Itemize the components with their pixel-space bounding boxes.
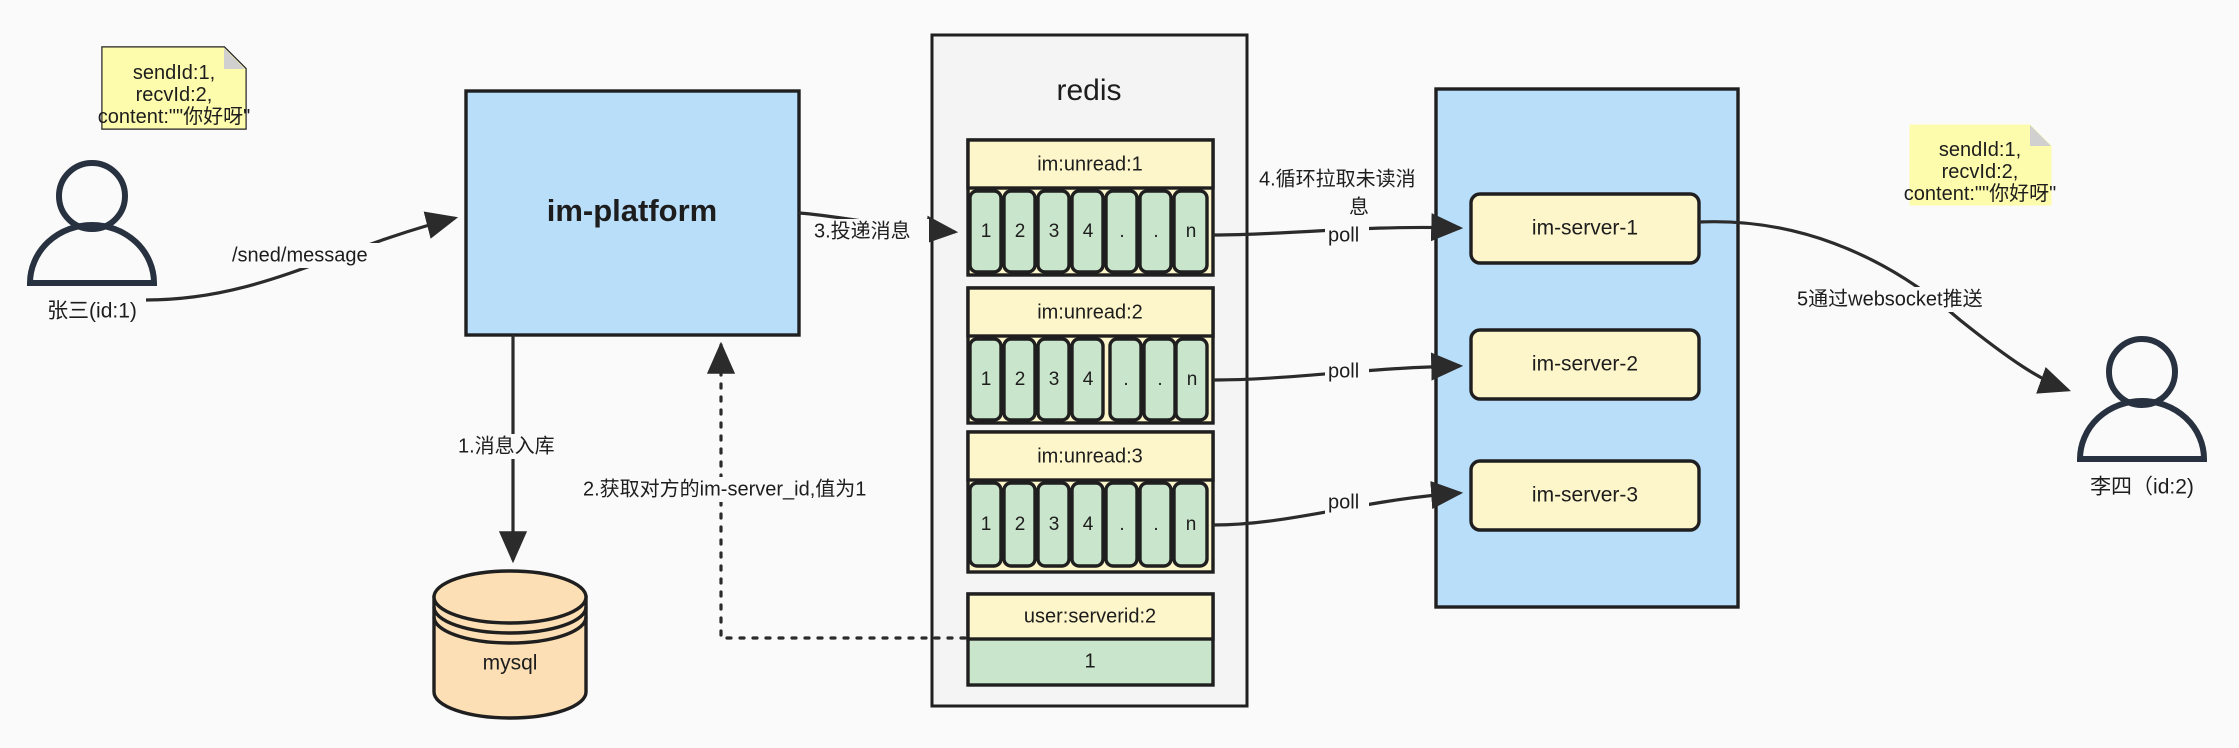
- actor-sender-label: 张三(id:1): [47, 300, 137, 323]
- redis-queue-im-unread-2: im:unread:2 1 2 3 4 . . n: [966, 286, 1215, 425]
- label-step2: 2.获取对方的im-server_id,值为1: [580, 477, 870, 502]
- redis-title: redis: [1056, 74, 1121, 107]
- label-step5-text: 5通过websocket推送: [1797, 287, 1983, 310]
- mysql-label: mysql: [483, 652, 538, 675]
- actor-receiver: 李四（id:2): [2076, 336, 2208, 499]
- label-poll-2: poll: [1325, 360, 1369, 384]
- queue-1-cell-4: .: [1119, 221, 1124, 242]
- queue-1-cells: 1 2 3 4 . . n: [968, 189, 1209, 274]
- label-step1: 1.消息入库: [455, 434, 570, 459]
- redis-user-serverid-entry: user:serverid:2 1: [966, 592, 1215, 687]
- person-body-icon: [2076, 398, 2208, 462]
- edge-redis-to-platform-dotted: [706, 341, 967, 640]
- label-step2-text: 2.获取对方的im-server_id,值为1: [583, 477, 866, 500]
- label-poll-3-text: poll: [1328, 491, 1359, 513]
- queue-3-cell-6: n: [1186, 514, 1197, 535]
- queue-2-cells: 1 2 3 4 . . n: [968, 337, 1209, 422]
- label-step3-text: 3.投递消息: [814, 219, 911, 242]
- queue-2-cell-5: .: [1157, 369, 1162, 390]
- queue-1-cell-0: 1: [981, 221, 992, 242]
- queue-3-cell-2: 3: [1049, 514, 1060, 535]
- im-server-1-label: im-server-1: [1532, 217, 1638, 240]
- note-right-line1: sendId:1,: [1939, 139, 2021, 161]
- label-step1-text: 1.消息入库: [458, 434, 555, 457]
- user-serverid-key: user:serverid:2: [1024, 605, 1156, 627]
- queue-1-cell-1: 2: [1015, 221, 1026, 242]
- note-left-line1: sendId:1,: [133, 62, 215, 84]
- mysql-database[interactable]: mysql: [432, 569, 588, 720]
- label-step4-line1: 4.循环拉取未读消: [1259, 167, 1416, 190]
- note-left: sendId:1, recvId:2, content:""你好呀": [98, 46, 250, 130]
- queue-1-key: im:unread:1: [1037, 153, 1143, 175]
- queue-3-cells: 1 2 3 4 . . n: [968, 481, 1209, 568]
- queue-3-cell-3: 4: [1083, 514, 1094, 535]
- queue-3-cell-1: 2: [1015, 514, 1026, 535]
- label-step3: 3.投递消息: [811, 219, 929, 244]
- label-poll-1: poll: [1325, 224, 1369, 248]
- queue-3-cell-5: .: [1153, 514, 1158, 535]
- queue-2-cell-4: .: [1123, 369, 1128, 390]
- im-server-2-box[interactable]: im-server-2: [1469, 328, 1701, 401]
- queue-1-cell-3: 4: [1083, 221, 1094, 242]
- label-poll-1-text: poll: [1328, 224, 1359, 246]
- im-server-3-box[interactable]: im-server-3: [1469, 459, 1701, 532]
- im-server-2-label: im-server-2: [1532, 353, 1638, 376]
- queue-1-cell-2: 3: [1049, 221, 1060, 242]
- note-right-line2: recvId:2,: [1942, 161, 2019, 183]
- queue-1-cell-5: .: [1153, 221, 1158, 242]
- im-server-1-box[interactable]: im-server-1: [1469, 192, 1701, 265]
- note-left-line3: content:""你好呀": [98, 105, 250, 128]
- label-step5: 5通过websocket推送: [1794, 287, 2026, 312]
- im-platform-label: im-platform: [547, 193, 718, 228]
- queue-2-cell-6: n: [1187, 369, 1198, 390]
- queue-2-key: im:unread:2: [1037, 301, 1143, 323]
- person-body-icon: [26, 222, 158, 286]
- im-server-3-label: im-server-3: [1532, 484, 1638, 507]
- note-right: sendId:1, recvId:2, content:""你好呀": [1904, 124, 2056, 206]
- label-step4: 4.循环拉取未读消 息: [1259, 167, 1416, 218]
- note-right-line3: content:""你好呀": [1904, 182, 2056, 205]
- label-send-message-text: /sned/message: [232, 244, 368, 266]
- queue-3-cell-0: 1: [981, 514, 992, 535]
- redis-queue-im-unread-3: im:unread:3 1 2 3 4 . . n: [966, 430, 1215, 574]
- person-head-icon: [56, 160, 128, 232]
- note-left-line2: recvId:2,: [136, 84, 213, 106]
- queue-3-cell-4: .: [1119, 514, 1124, 535]
- im-platform-box[interactable]: im-platform: [464, 89, 801, 337]
- redis-queue-im-unread-1: im:unread:1 1 2 3 4 . . n: [966, 138, 1215, 277]
- label-poll-2-text: poll: [1328, 360, 1359, 382]
- person-head-icon: [2106, 336, 2178, 408]
- im-server-panel: im-server-1 im-server-2 im-server-3: [1434, 87, 1740, 609]
- queue-1-cell-6: n: [1186, 221, 1197, 242]
- label-poll-3: poll: [1325, 491, 1369, 515]
- user-serverid-value: 1: [1084, 650, 1095, 672]
- label-step4-line2: 息: [1349, 195, 1369, 218]
- queue-2-cell-0: 1: [981, 369, 992, 390]
- queue-2-cell-2: 3: [1049, 369, 1060, 390]
- edge-sender-to-platform: [145, 211, 459, 302]
- queue-2-cell-1: 2: [1015, 369, 1026, 390]
- queue-3-key: im:unread:3: [1037, 445, 1143, 467]
- label-send-message: /sned/message: [229, 243, 386, 268]
- actor-sender: 张三(id:1): [26, 160, 158, 323]
- actor-receiver-label: 李四（id:2): [2090, 476, 2194, 499]
- queue-2-cell-3: 4: [1083, 369, 1094, 390]
